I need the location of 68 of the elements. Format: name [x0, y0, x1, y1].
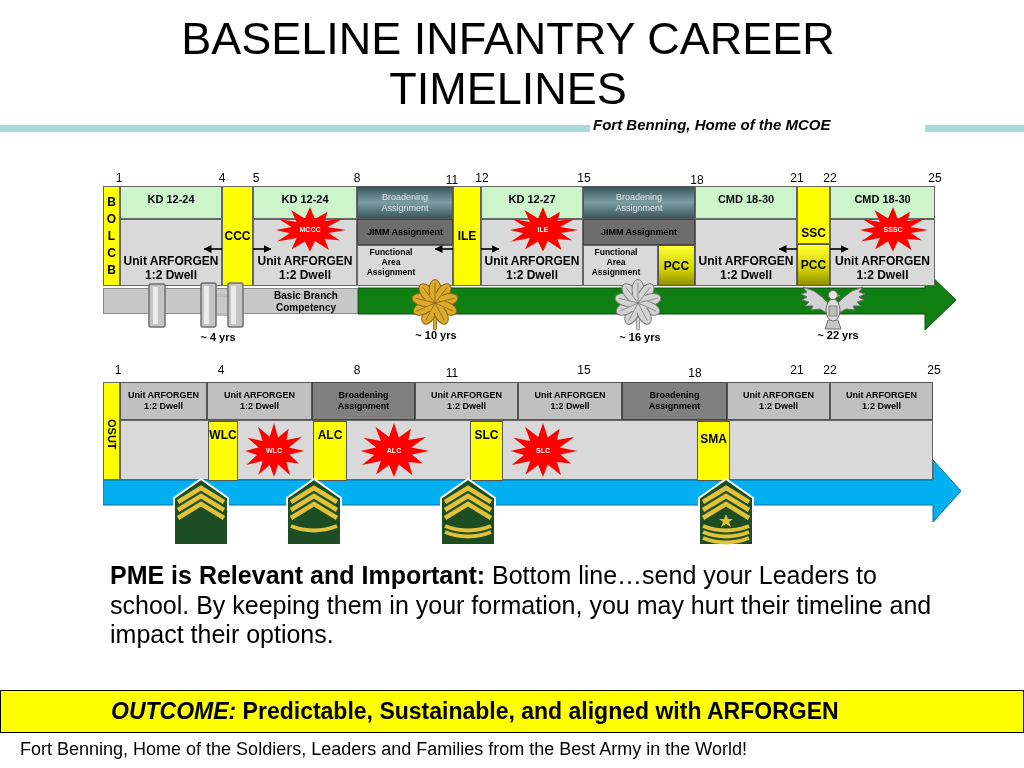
year-number: 21 [790, 171, 804, 185]
arrow [829, 245, 849, 253]
school-block: SSC [797, 186, 830, 244]
arrow [480, 245, 500, 253]
paragraph: PME is Relevant and Important: Bottom line…send your Leaders to school. By keeping them in your formation, you may hurt their timeline and impact their options. [110, 561, 933, 650]
assignment-block: CMD 18-30 [695, 186, 797, 219]
outcome-banner: OUTCOME: Predictable, Sustainable, and aligned with ARFORGEN [0, 690, 1024, 733]
timeline-band [120, 420, 933, 480]
school-block: PCC [658, 245, 695, 286]
assignment-block: Unit ARFORGEN 1:2 Dwell [830, 382, 933, 420]
year-number: 5 [252, 171, 260, 185]
school-block: PCC [797, 244, 830, 286]
year-number: 4 [218, 171, 226, 185]
assignment-block: Unit ARFORGEN 1:2 Dwell [415, 382, 518, 420]
year-number: 22 [823, 363, 837, 377]
year-number: 8 [353, 363, 361, 377]
years-label: ~ 4 yrs [200, 331, 236, 344]
assignment-block: Unit ARFORGEN 1:2 Dwell [207, 382, 312, 420]
year-number: 22 [823, 171, 837, 185]
school-block: SMA [697, 421, 730, 481]
assignment-block: JIMM Assignment [357, 219, 453, 245]
assignment-block: Unit ARFORGEN 1:2 Dwell [120, 382, 207, 420]
assignment-block: Broadening Assignment [357, 186, 453, 219]
year-number: 11 [445, 366, 459, 380]
year-number: 21 [790, 363, 804, 377]
assignment-block: KD 12-24 [120, 186, 222, 219]
assignment-block: Functional Area Assignment [583, 245, 658, 286]
year-number: 25 [927, 363, 941, 377]
school-block: ILE [453, 186, 481, 286]
year-number: 25 [928, 171, 942, 185]
year-number: 15 [577, 363, 591, 377]
subtitle: Fort Benning, Home of the MCOE [593, 116, 831, 134]
assignment-block: CMD 18-30 [830, 186, 935, 219]
assignment-block: JIMM Assignment [583, 219, 695, 245]
school-block: WLC [208, 421, 238, 481]
assignment-block: Functional Area Assignment [357, 245, 453, 286]
year-number: 18 [688, 366, 702, 380]
arrow [434, 245, 454, 253]
assignment-block: KD 12-27 [481, 186, 583, 219]
footer-text: Fort Benning, Home of the Soldiers, Leaders and Families from the Best Army in the World! [20, 738, 747, 760]
arrow [203, 245, 223, 253]
year-number: 1 [114, 363, 122, 377]
assignment-block: Unit ARFORGEN 1:2 Dwell [727, 382, 830, 420]
assignment-block: Broadening Assignment [312, 382, 415, 420]
assignment-block: Broadening Assignment [622, 382, 727, 420]
school-block: B O L C B [103, 186, 120, 286]
school-block: CCC [222, 186, 253, 286]
year-number: 4 [217, 363, 225, 377]
title: BASELINE INFANTRY CAREER TIMELINES [180, 14, 836, 114]
year-number: 15 [577, 171, 591, 185]
year-number: 18 [690, 173, 704, 187]
year-number: 12 [475, 171, 489, 185]
assignment-block: Unit ARFORGEN 1:2 Dwell [120, 219, 222, 286]
year-number: 11 [445, 173, 459, 187]
school-block: ALC [313, 421, 347, 481]
assignment-block: Unit ARFORGEN 1:2 Dwell [695, 219, 797, 286]
school-block: OSUT [103, 382, 120, 480]
arrow [778, 245, 798, 253]
assignment-block: Broadening Assignment [583, 186, 695, 219]
years-label: ~ 16 yrs [619, 331, 661, 344]
years-label: ~ 10 yrs [415, 329, 457, 342]
year-number: 1 [115, 171, 123, 185]
year-number: 8 [353, 171, 361, 185]
assignment-block: Unit ARFORGEN 1:2 Dwell [518, 382, 622, 420]
years-label: ~ 22 yrs [817, 329, 859, 342]
arrow [252, 245, 272, 253]
assignment-block: KD 12-24 [253, 186, 357, 219]
school-block: SLC [470, 421, 503, 481]
